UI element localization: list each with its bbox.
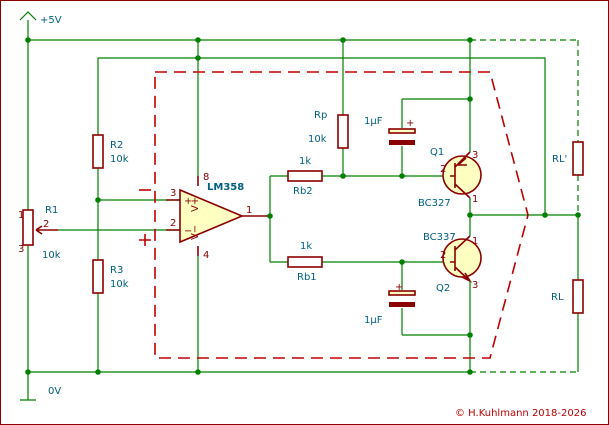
junction-dots — [25, 37, 581, 375]
q2-type: BC337 — [423, 232, 456, 243]
ground-icon — [20, 372, 36, 401]
cap-bot-plate-plus — [388, 290, 416, 296]
r1-value: 10k — [42, 250, 61, 261]
opamp-pin4: 4 — [203, 250, 209, 261]
wiper-arrow-icon — [35, 225, 58, 235]
resistor-rl — [572, 279, 584, 314]
rp-ref: Rp — [314, 110, 327, 121]
q2-pin2: 2 — [440, 250, 446, 261]
opamp-name: LM358 — [207, 182, 244, 193]
plus-marker — [139, 234, 151, 246]
q1-type: BC327 — [418, 198, 451, 209]
q2-pin3: 3 — [472, 280, 478, 291]
opamp-pin8: 8 — [203, 172, 209, 183]
rb1-ref: Rb1 — [297, 272, 317, 283]
q1-pin3: 3 — [472, 150, 478, 161]
resistor-rb2 — [287, 170, 323, 182]
resistor-rl-prime — [572, 141, 584, 176]
cap-top-value: 1µF — [364, 116, 383, 127]
vplus-label: +5V — [40, 15, 62, 26]
opamp-pin2: 2 — [170, 218, 176, 229]
ground-label: 0V — [48, 386, 61, 397]
transistor-q2 — [442, 235, 482, 283]
r1-ref: R1 — [45, 205, 58, 216]
rb2-ref: Rb2 — [293, 186, 313, 197]
resistor-rb1 — [287, 256, 323, 268]
copyright-text: © H.Kuhlmann 2018-2026 — [455, 408, 586, 419]
resistor-rp — [337, 114, 349, 149]
cap-top-plus: + — [406, 118, 414, 129]
cap-top-plate-plus — [388, 128, 416, 134]
r3-value: 10k — [110, 279, 129, 290]
r2-value: 10k — [110, 154, 129, 165]
cap-bot-value: 1µF — [364, 315, 383, 326]
r1-pin2: 2 — [43, 219, 49, 230]
opamp-pin3: 3 — [170, 188, 176, 199]
resistor-r2 — [92, 134, 104, 169]
rails — [19, 11, 578, 401]
opamp-vplus-sym: V+ — [190, 197, 201, 212]
rp-value: 10k — [308, 134, 327, 145]
q2-ref: Q2 — [436, 283, 450, 294]
rl-prime-ref: RL' — [552, 154, 567, 165]
q1-pin1: 1 — [472, 194, 478, 205]
resistor-r1 — [22, 209, 34, 246]
transistor-q1 — [442, 151, 482, 199]
module-outline — [154, 71, 529, 359]
r3-ref: R3 — [110, 265, 123, 276]
opamp-minus-sym: − — [184, 226, 192, 237]
r1-pin1: 1 — [18, 210, 24, 221]
opamp-plus-sym: + — [184, 196, 192, 207]
opamp-vminus-sym: V− — [190, 225, 201, 240]
vplus-arrow-icon — [19, 11, 37, 40]
cap-top-plate-minus — [389, 140, 415, 145]
cap-bot-plate-minus — [389, 302, 415, 307]
rb2-value: 1k — [299, 156, 311, 167]
resistor-r3 — [92, 259, 104, 294]
r2-ref: R2 — [110, 140, 123, 151]
rl-ref: RL — [551, 292, 564, 303]
q1-ref: Q1 — [430, 147, 444, 158]
r1-pin3: 3 — [18, 244, 24, 255]
rb1-value: 1k — [300, 241, 312, 252]
opamp-lm358 — [179, 188, 245, 244]
cap-bot-plus: + — [395, 282, 403, 293]
q1-pin2: 2 — [440, 164, 446, 175]
opamp-pin1: 1 — [246, 205, 252, 216]
q2-pin1: 1 — [472, 236, 478, 247]
